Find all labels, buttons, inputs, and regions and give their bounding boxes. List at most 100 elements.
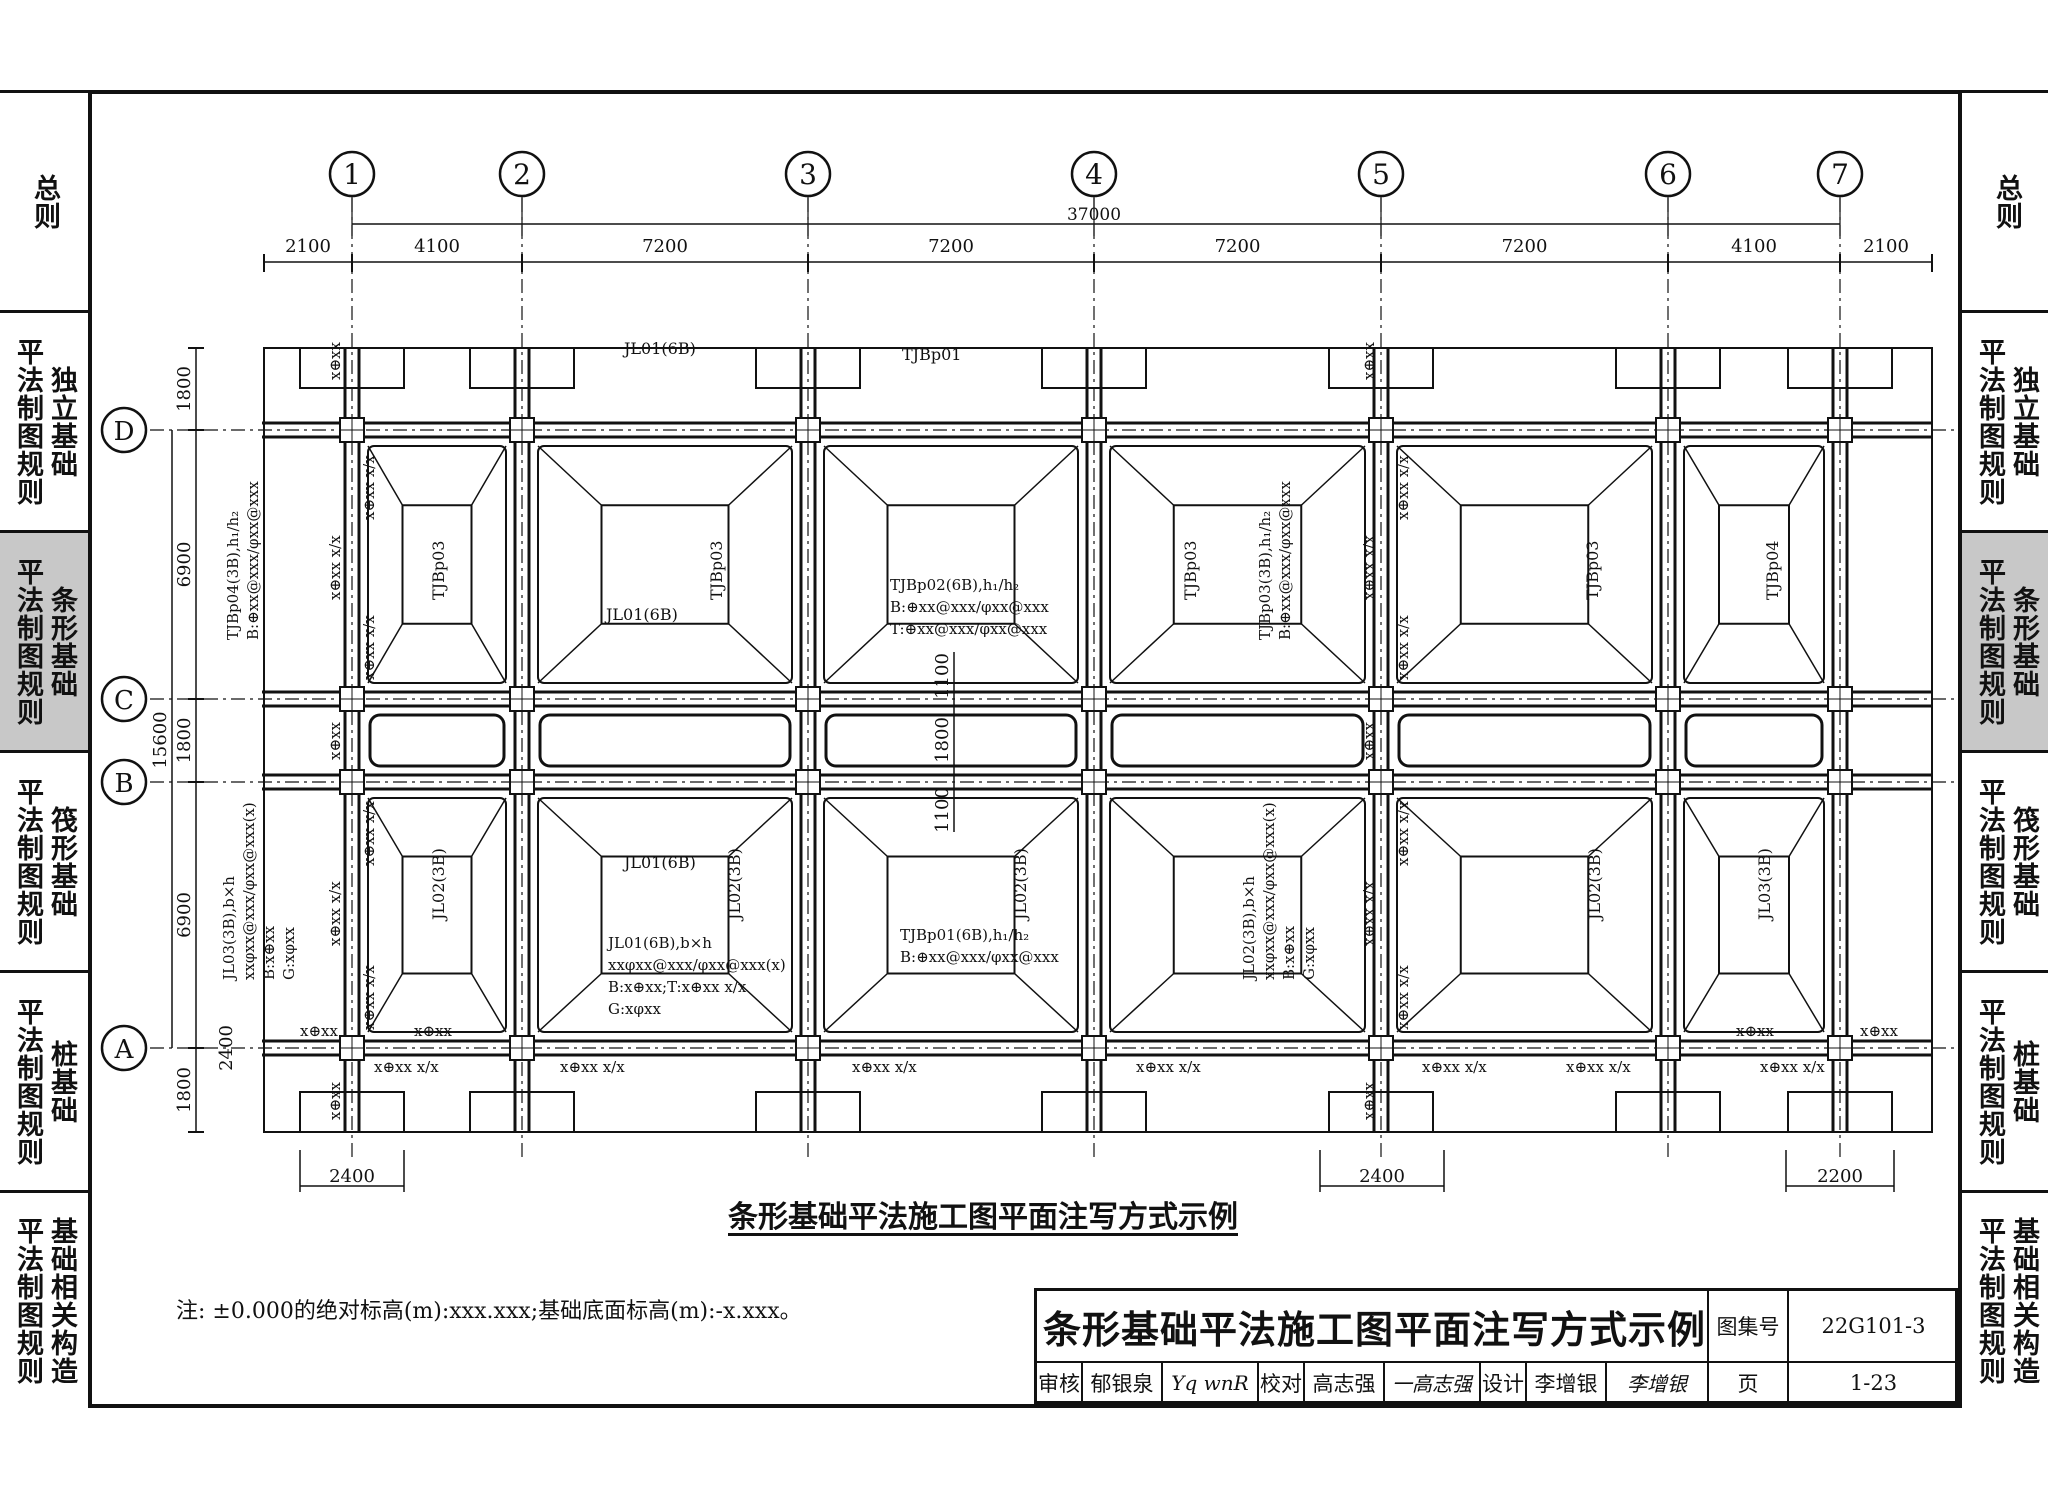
label-tjbp04: TJBp04 <box>1763 541 1782 600</box>
axis-bubble-A <box>100 1024 148 1072</box>
bar-label-a10: x⊕xx <box>1736 1022 1774 1040</box>
right-tab-1[interactable]: 平法制图规则独立基础 <box>1962 310 2048 530</box>
panel-haunch-b-0-5 <box>1788 445 1825 506</box>
axis-bubble-D <box>100 406 148 454</box>
top-dim-4: 7200 <box>1215 236 1261 257</box>
drawing-title: 条形基础平法施工图平面注写方式示例 <box>728 1200 1238 1235</box>
panel-haunch-a-0-2 <box>823 445 889 506</box>
right-tab-4[interactable]: 平法制图规则桩基础 <box>1962 970 2048 1190</box>
panel-haunch-b-1-2 <box>1013 797 1079 858</box>
panel-haunch-b-1-3 <box>1300 797 1366 858</box>
panel-inner-0-1 <box>600 504 730 625</box>
label-jl02-d: JL02(3B) <box>1585 848 1604 922</box>
ann-jl01-1: JL01(6B),b×h <box>606 934 712 952</box>
left-tab-1[interactable]: 平法制图规则独立基础 <box>0 310 88 530</box>
designer-name: 李增银 <box>1525 1361 1605 1404</box>
panel-haunch-d-1-4 <box>1587 972 1653 1033</box>
left-tab-2[interactable]: 平法制图规则条形基础 <box>0 530 88 750</box>
bar-label-v5: x⊕xx x/x <box>1394 455 1412 520</box>
stub-bot-2 <box>755 1091 861 1133</box>
right-tab-5[interactable]: 平法制图规则基础相关构造 <box>1962 1190 2048 1408</box>
left-tab-4-text-0: 平法制图规则 <box>12 997 43 1166</box>
mid-dim-1: 1800 <box>932 717 953 763</box>
right-tab-4-text-0: 平法制图规则 <box>1974 997 2005 1166</box>
panel-inner-0-0 <box>401 504 473 625</box>
review-label: 审核 <box>1038 1371 1080 1396</box>
ann-jl03-2: xxφxx@xxx/φxx@xxx(x) <box>240 802 258 980</box>
right-tab-3[interactable]: 平法制图规则筏形基础 <box>1962 750 2048 970</box>
bar-label-v2: x⊕xx x/x <box>360 455 378 520</box>
left-tab-1-text-1: 独立基础 <box>46 365 77 478</box>
stub-top-1 <box>469 347 575 389</box>
label-tjbp03-d: TJBp03 <box>1583 541 1602 600</box>
panel-outer-0-2 <box>823 445 1079 684</box>
mid-strip-1 <box>538 713 792 768</box>
check-label: 校对 <box>1257 1361 1303 1404</box>
left-dim-0: 1800 <box>174 366 195 412</box>
left-tab-0[interactable]: 总则 <box>0 90 88 310</box>
ann-tjbp03-2: B:⊕xx@xxx/φxx@xxx <box>1276 481 1294 640</box>
label-jl02-b: JL02(3B) <box>725 848 744 922</box>
bar-label-v1: x⊕xx x/x <box>326 535 344 600</box>
left-tab-3[interactable]: 平法制图规则筏形基础 <box>0 750 88 970</box>
right-tab-0-text-0: 总则 <box>1991 173 2022 230</box>
axis-label-y-D: D <box>114 417 135 447</box>
left-tab-5[interactable]: 平法制图规则基础相关构造 <box>0 1190 88 1408</box>
right-tab-2[interactable]: 平法制图规则条形基础 <box>1962 530 2048 750</box>
title-block-title: 条形基础平法施工图平面注写方式示例 <box>1043 1308 1707 1352</box>
ann-jl02-3: B:x⊕xx <box>1280 925 1298 980</box>
axis-label-y-A: A <box>114 1035 135 1065</box>
panel-inner-1-3 <box>1172 855 1303 975</box>
atlas-label: 图集号 <box>1707 1291 1787 1361</box>
panel-inner-1-1 <box>600 855 730 975</box>
left-tab-4[interactable]: 平法制图规则桩基础 <box>0 970 88 1190</box>
left-dim-3: 6900 <box>174 892 195 938</box>
stub-bot-3 <box>1041 1091 1147 1133</box>
axis-label-x-5: 5 <box>1372 158 1390 191</box>
left-tab-5-text-0: 平法制图规则 <box>12 1216 43 1385</box>
mid-strip-0 <box>368 713 506 768</box>
bar-label-v8: x⊕xx x/x <box>360 801 378 866</box>
atlas-number: 22G101-3 <box>1787 1291 1958 1361</box>
bar-label-a4: x⊕xx x/x <box>560 1058 625 1076</box>
bar-label-a6: x⊕xx x/x <box>1136 1058 1201 1076</box>
left-dim-1: 6900 <box>174 542 195 588</box>
stub-top-3 <box>1041 347 1147 389</box>
panel-haunch-b-0-2 <box>1013 445 1079 506</box>
axis-label-x-3: 3 <box>799 158 817 191</box>
ann-jl02-4: G:xφxx <box>1300 927 1318 980</box>
left-tab-3-text-1: 筏形基础 <box>46 805 77 918</box>
mid-dim-0: 1100 <box>932 653 953 699</box>
label-jl03: JL03(3B) <box>1755 848 1774 922</box>
stub-bot-6 <box>1787 1091 1893 1133</box>
bar-label-cb1: x⊕xx <box>326 722 344 760</box>
right-tab-5-text-1: 基础相关构造 <box>2008 1216 2039 1385</box>
panel-haunch-a-0-5 <box>1683 445 1720 506</box>
left-small-dim: 2400 <box>216 1025 237 1071</box>
panel-inner-0-2 <box>886 504 1016 625</box>
stub-bot-4 <box>1328 1091 1434 1133</box>
bar-label-a1: x⊕xx <box>300 1022 338 1040</box>
checker-name: 高志强 <box>1303 1361 1383 1404</box>
panel-haunch-a-0-1 <box>537 445 603 506</box>
stub-top-2 <box>755 347 861 389</box>
bar-label-v4: x⊕xx x/x <box>1360 535 1378 600</box>
bar-label-a-v1: x⊕xx <box>326 1082 344 1120</box>
right-tab-0[interactable]: 总则 <box>1962 90 2048 310</box>
right-tab-column: 总则平法制图规则独立基础平法制图规则条形基础平法制图规则筏形基础平法制图规则桩基… <box>1962 90 2048 1408</box>
panel-outer-1-5 <box>1683 797 1825 1033</box>
panel-haunch-b-1-0 <box>470 797 507 857</box>
bar-label-a7: x⊕xx x/x <box>1422 1058 1487 1076</box>
panel-outer-0-3 <box>1109 445 1366 684</box>
panel-haunch-c-0-3 <box>1109 623 1175 684</box>
top-dim-3: 7200 <box>928 236 974 257</box>
mid-strip-4 <box>1397 713 1652 768</box>
panel-outer-1-3 <box>1109 797 1366 1033</box>
bar-label-v12: x⊕xx x/x <box>1394 965 1412 1030</box>
left-tab-1-text-0: 平法制图规则 <box>12 337 43 506</box>
right-tab-1-text-0: 平法制图规则 <box>1974 337 2005 506</box>
title-block: 条形基础平法施工图平面注写方式示例 图集号 22G101-3 审核 郁银泉 Yq… <box>1034 1288 1958 1404</box>
ann-jl01-2: xxφxx@xxx/φxx@xxx(x) <box>608 956 786 974</box>
bar-label-v6: x⊕xx x/x <box>1394 615 1412 680</box>
